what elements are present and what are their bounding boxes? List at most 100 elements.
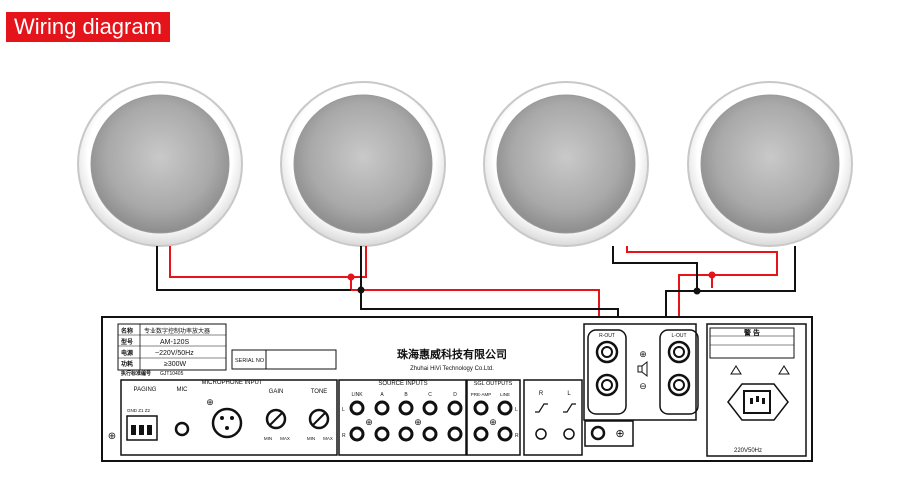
l-out-negative-terminal[interactable]: [667, 373, 691, 397]
warning-triangle-icon: [778, 365, 790, 375]
rl-switch-panel: R L: [523, 379, 583, 456]
aux-jack-panel: ⊕: [584, 420, 634, 447]
source-col-b: B: [404, 392, 408, 398]
gain-label: GAIN: [269, 389, 284, 395]
spec-value: ~220V/50Hz: [155, 350, 194, 357]
spec-key: 功耗: [121, 360, 133, 368]
standard-label: 执行标准编号: [121, 370, 151, 377]
speaker-4: [687, 81, 853, 247]
r-out-positive-terminal[interactable]: [595, 340, 619, 364]
ground-symbol: ⊕: [489, 417, 497, 427]
ground-symbol: ⊕: [414, 417, 422, 427]
r-out-negative-terminal[interactable]: [595, 373, 619, 397]
sgl-col-line: LINE: [500, 392, 510, 397]
l-out-positive-terminal[interactable]: [667, 340, 691, 364]
gain-max-label: MAX: [280, 436, 290, 441]
source-inputs-label: SOURCE INPUTS: [378, 381, 427, 387]
source-inputs-panel: SOURCE INPUTS LINK A B C D L R ⊕ ⊕: [338, 379, 467, 456]
tone-knob[interactable]: [308, 408, 330, 430]
rl-col-l: L: [567, 391, 571, 397]
spec-value: 专业数字控制功率放大器: [144, 327, 210, 335]
xlr-microphone-input[interactable]: ⊕: [206, 397, 243, 439]
sgl-outputs-label: SGL OUTPUTS: [474, 381, 513, 387]
source-col-c: C: [428, 392, 432, 398]
diagram-title: Wiring diagram: [6, 12, 170, 42]
rl-col-r: R: [539, 391, 544, 397]
warning-triangle-icon: [730, 365, 742, 375]
rca-jack[interactable]: [497, 426, 513, 442]
ground-symbol: ⊕: [365, 417, 373, 427]
speaker-2: [280, 81, 446, 247]
speaker-3: [483, 81, 649, 247]
spec-table: 名称 专业数字控制功率放大器 型号 AM-120S 电源 ~220V/50Hz …: [117, 323, 227, 377]
mic-jack[interactable]: [174, 421, 190, 437]
rca-jack[interactable]: [374, 426, 390, 442]
source-l-label: L: [342, 407, 345, 413]
plus-symbol: ⊕: [639, 349, 647, 359]
minus-symbol: ⊖: [639, 381, 647, 391]
company-name-en: Zhuhai HiVi Technology Co.Ltd.: [410, 366, 494, 372]
spec-key: 电源: [121, 349, 133, 357]
rca-jack[interactable]: [349, 426, 365, 442]
spec-value: AM-120S: [160, 339, 190, 346]
standard-value: GJT10405: [160, 371, 184, 377]
ground-symbol: ⊕: [206, 397, 214, 407]
ground-screw-icon: ⊕: [108, 431, 116, 442]
rca-jack[interactable]: [422, 400, 438, 416]
power-rating: 220V50Hz: [734, 448, 762, 454]
rca-jack[interactable]: [447, 400, 463, 416]
source-r-label: R: [342, 433, 346, 439]
power-socket[interactable]: [727, 383, 789, 421]
paging-terminal-labels: GND Z1 Z2: [127, 408, 151, 413]
source-col-a: A: [380, 392, 384, 398]
wire-junction: [357, 286, 365, 294]
wire-junction: [693, 287, 701, 295]
rca-jack[interactable]: [473, 426, 489, 442]
serial-label: SERIAL NO: [235, 358, 265, 364]
rca-jack[interactable]: [374, 400, 390, 416]
tone-label: TONE: [311, 389, 328, 395]
rca-jack[interactable]: [447, 426, 463, 442]
spec-key: 型号: [121, 338, 133, 346]
rca-jack[interactable]: [422, 426, 438, 442]
mic-label: MIC: [177, 387, 189, 393]
filter-curve-icon: [563, 403, 576, 413]
input-control-panel: PAGING MIC MICROPHONE INPUT GAIN TONE GN…: [120, 379, 338, 456]
rca-jack[interactable]: [535, 428, 547, 440]
gain-min-label: MIN: [264, 436, 272, 441]
rca-jack[interactable]: [497, 400, 513, 416]
source-col-d: D: [453, 392, 457, 398]
rca-jack[interactable]: [398, 426, 414, 442]
source-col-link: LINK: [351, 392, 363, 398]
sgl-l-label: L: [515, 407, 518, 413]
speaker-icon: [637, 360, 648, 378]
r-out-label: R-OUT: [599, 333, 615, 339]
wire-junction: [708, 271, 716, 279]
speaker-output-panel: R-OUT L-OUT ⊕ ⊖: [583, 323, 699, 421]
serial-box: SERIAL NO: [231, 349, 337, 370]
sgl-col-preamp: PRE-AMP: [471, 392, 492, 397]
amplifier-rear-panel: 名称 专业数字控制功率放大器 型号 AM-120S 电源 ~220V/50Hz …: [101, 316, 813, 462]
rca-jack[interactable]: [473, 400, 489, 416]
aux-jack[interactable]: [590, 425, 606, 441]
gain-knob[interactable]: [265, 408, 287, 430]
sgl-r-label: R: [515, 433, 519, 439]
rca-jack[interactable]: [563, 428, 575, 440]
spec-key: 名称: [121, 327, 133, 335]
ground-symbol: ⊕: [615, 428, 624, 440]
company-name-cn: 珠海惠威科技有限公司: [397, 347, 507, 361]
paging-terminal-block[interactable]: [126, 415, 158, 441]
warning-label: 警 告: [744, 328, 760, 337]
tone-min-label: MIN: [307, 436, 315, 441]
paging-label: PAGING: [134, 387, 157, 393]
power-panel: 警 告 220V50Hz: [706, 323, 807, 457]
tone-max-label: MAX: [323, 436, 333, 441]
rca-jack[interactable]: [398, 400, 414, 416]
microphone-input-label: MICROPHONE INPUT: [201, 380, 262, 386]
spec-value: ≥300W: [164, 361, 187, 368]
wire-junction: [347, 273, 355, 281]
rca-jack[interactable]: [349, 400, 365, 416]
filter-curve-icon: [535, 403, 548, 413]
sgl-outputs-panel: SGL OUTPUTS PRE-AMP LINE L R ⊕: [466, 379, 521, 456]
